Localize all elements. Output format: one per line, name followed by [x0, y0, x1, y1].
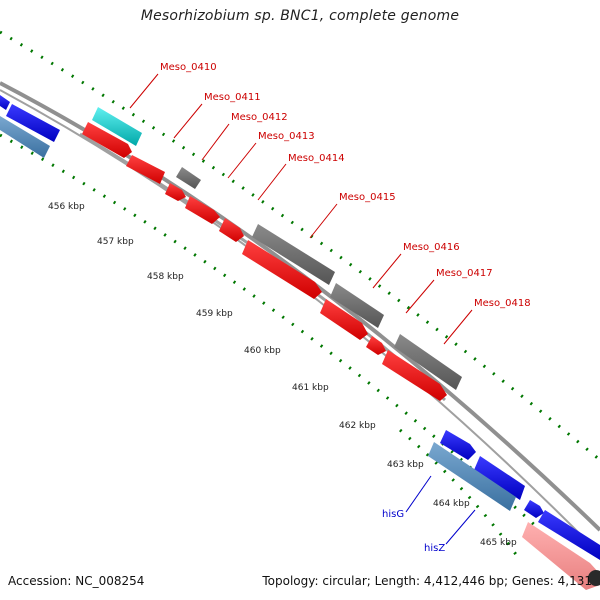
label-meso-0413: Meso_0413	[258, 131, 315, 142]
gene-meso-0415[interactable]	[252, 224, 335, 285]
tick-label-458: 458 kbp	[147, 272, 184, 282]
label-hisg: hisG	[382, 509, 404, 520]
gene-left-blue-2[interactable]	[6, 104, 60, 142]
gene-red-d[interactable]	[366, 336, 386, 355]
gene-meso-0416[interactable]	[330, 283, 384, 328]
topology-label: Topology: circular; Length: 4,412,446 bp…	[262, 574, 592, 588]
gene-meso-0417[interactable]	[320, 299, 368, 340]
lower-dotted-track	[399, 428, 522, 561]
tick-label-459: 459 kbp	[196, 309, 233, 319]
gene-hisg[interactable]	[428, 442, 516, 511]
gene-meso-0410[interactable]	[92, 107, 142, 146]
gene-red-c[interactable]	[242, 240, 322, 299]
leader-lines-blue	[405, 475, 476, 545]
tick-label-462: 462 kbp	[339, 421, 376, 431]
gene-blue-lr-4[interactable]	[538, 510, 600, 560]
gene-red-b[interactable]	[219, 218, 244, 242]
gene-blue-lr-3[interactable]	[524, 500, 544, 518]
label-meso-0410: Meso_0410	[160, 62, 217, 73]
gene-red-e[interactable]	[382, 350, 447, 401]
gene-meso-0418[interactable]	[394, 334, 462, 390]
tick-label-461: 461 kbp	[292, 383, 329, 393]
tick-label-465: 465 kbp	[480, 538, 517, 548]
label-meso-0412: Meso_0412	[231, 112, 288, 123]
label-meso-0418: Meso_0418	[474, 298, 531, 309]
gene-red-a[interactable]	[126, 155, 165, 184]
gene-pink[interactable]	[522, 522, 600, 590]
leader-lines	[129, 73, 473, 345]
gene-meso-0412[interactable]	[176, 167, 201, 189]
label-meso-0417: Meso_0417	[436, 268, 493, 279]
gene-meso-0414[interactable]	[185, 196, 220, 224]
gene-blue-lr-1[interactable]	[440, 430, 476, 460]
gene-left-steel[interactable]	[0, 116, 50, 158]
tick-label-464: 464 kbp	[433, 499, 470, 509]
label-meso-0415: Meso_0415	[339, 192, 396, 203]
map-title: Mesorhizobium sp. BNC1, complete genome	[140, 8, 460, 24]
accession-label: Accession: NC_008254	[8, 574, 145, 588]
label-meso-0411: Meso_0411	[204, 92, 261, 103]
gene-meso-0411[interactable]	[82, 122, 132, 158]
tick-label-457: 457 kbp	[97, 237, 134, 247]
label-meso-0414: Meso_0414	[288, 153, 345, 164]
tick-label-460: 460 kbp	[244, 346, 281, 356]
gene-blue-lr-2[interactable]	[474, 456, 525, 500]
tick-label-463: 463 kbp	[387, 460, 424, 470]
label-hisz: hisZ	[424, 543, 445, 554]
outer-dotted-track	[0, 30, 600, 462]
label-meso-0416: Meso_0416	[403, 242, 460, 253]
tick-label-456: 456 kbp	[48, 202, 85, 212]
gene-left-blue-1[interactable]	[0, 95, 10, 110]
gene-meso-0413[interactable]	[165, 183, 186, 201]
gene-dark-end[interactable]	[588, 570, 600, 586]
